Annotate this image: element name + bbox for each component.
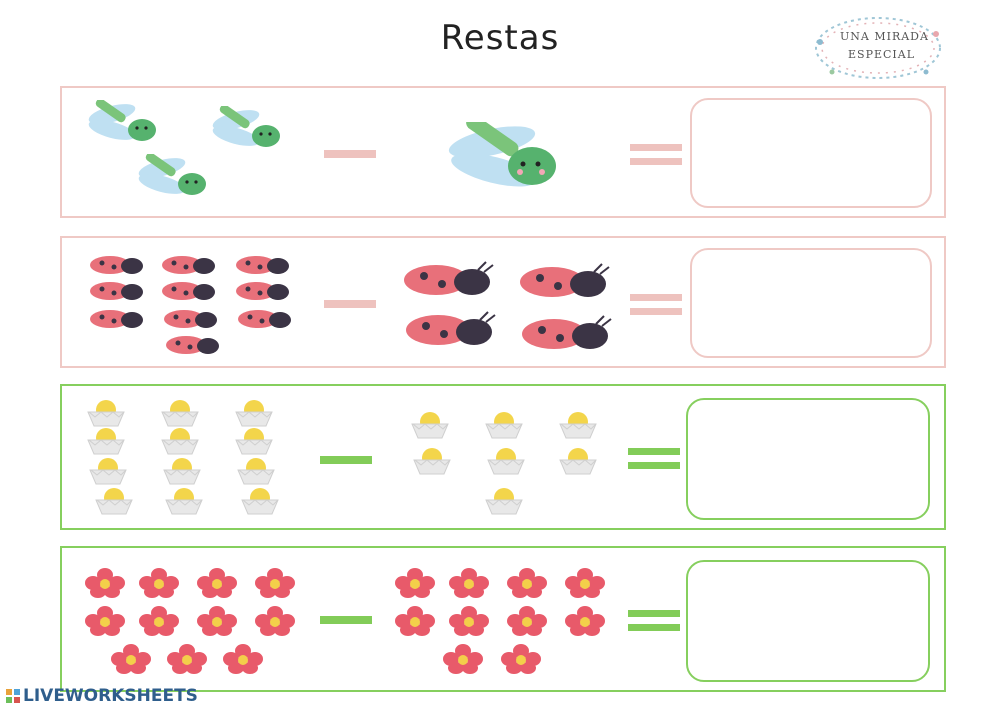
logo: UNA MIRADA ESPECIAL [808, 12, 948, 84]
chick-icon [482, 412, 526, 444]
flower-icon [254, 606, 296, 640]
flower-icon [222, 644, 264, 678]
ladybug-icon [160, 278, 218, 306]
chick-icon [556, 448, 600, 480]
equals-sign-bottom [630, 158, 682, 165]
ladybug-icon [160, 252, 218, 280]
flower-icon [254, 568, 296, 602]
chick-icon [158, 400, 202, 432]
equals-sign-top [628, 448, 680, 455]
ladybug-icon [402, 310, 498, 352]
dragonfly-icon [208, 104, 294, 156]
flower-icon [442, 644, 484, 678]
watermark-text: LIVEWORKSHEETS [23, 686, 198, 706]
equals-sign-bottom [630, 308, 682, 315]
flower-icon [394, 568, 436, 602]
flower-icon [394, 606, 436, 640]
flower-icon [84, 568, 126, 602]
ladybug-icon [88, 278, 146, 306]
chick-icon [482, 488, 526, 520]
liveworksheets-logo: LIVEWORKSHEETS [6, 686, 198, 706]
answer-box-4[interactable] [686, 560, 932, 682]
ladybug-icon [236, 306, 294, 334]
equals-sign-bottom [628, 624, 680, 631]
ladybug-icon [162, 306, 220, 334]
wreath-icon [815, 17, 941, 79]
ladybug-icon [234, 252, 292, 280]
chick-icon [162, 488, 206, 520]
flower-icon [564, 606, 606, 640]
answer-box-3[interactable] [686, 398, 932, 520]
dragonfly-icon [84, 98, 170, 150]
answer-input-2[interactable] [692, 250, 934, 358]
chick-icon [232, 428, 276, 460]
flower-icon [448, 568, 490, 602]
chick-icon [238, 488, 282, 520]
answer-input-3[interactable] [688, 400, 932, 520]
ladybug-icon [88, 306, 146, 334]
ladybug-icon [516, 262, 612, 304]
ladybug-icon [234, 278, 292, 306]
chick-icon [556, 412, 600, 444]
equals-sign-bottom [628, 462, 680, 469]
chick-icon [86, 458, 130, 490]
chick-icon [484, 448, 528, 480]
flower-icon [110, 644, 152, 678]
liveworksheets-icon [6, 688, 20, 703]
subtraction-row-4 [60, 546, 946, 692]
flower-icon [506, 568, 548, 602]
dragonfly-icon [432, 114, 582, 196]
ladybug-icon [88, 252, 146, 280]
chick-icon [92, 488, 136, 520]
chick-icon [158, 428, 202, 460]
chick-icon [234, 458, 278, 490]
flower-icon [138, 606, 180, 640]
answer-input-1[interactable] [692, 100, 934, 208]
flower-icon [500, 644, 542, 678]
equals-sign-top [628, 610, 680, 617]
logo-line-2: ESPECIAL [848, 48, 916, 61]
flower-icon [84, 606, 126, 640]
equals-sign-top [630, 144, 682, 151]
flower-icon [506, 606, 548, 640]
ladybug-icon [518, 314, 614, 356]
flower-icon [196, 568, 238, 602]
minus-sign [324, 300, 376, 308]
answer-input-4[interactable] [688, 562, 932, 682]
flower-icon [166, 644, 208, 678]
chick-icon [84, 428, 128, 460]
flower-icon [196, 606, 238, 640]
minus-sign [324, 150, 376, 158]
logo-line-1: UNA MIRADA [840, 30, 929, 43]
chick-icon [160, 458, 204, 490]
chick-icon [408, 412, 452, 444]
minus-sign [320, 456, 372, 464]
chick-icon [410, 448, 454, 480]
page-title: Restas [440, 18, 560, 58]
answer-box-2[interactable] [690, 248, 934, 358]
chick-icon [84, 400, 128, 432]
subtraction-row-2 [60, 236, 946, 368]
subtraction-row-1 [60, 86, 946, 218]
flower-icon [448, 606, 490, 640]
ladybug-icon [164, 332, 222, 360]
minus-sign [320, 616, 372, 624]
chick-icon [232, 400, 276, 432]
flower-icon [138, 568, 180, 602]
subtraction-row-3 [60, 384, 946, 530]
dragonfly-icon [134, 152, 220, 204]
ladybug-icon [400, 260, 496, 302]
equals-sign-top [630, 294, 682, 301]
flower-icon [564, 568, 606, 602]
answer-box-1[interactable] [690, 98, 934, 208]
